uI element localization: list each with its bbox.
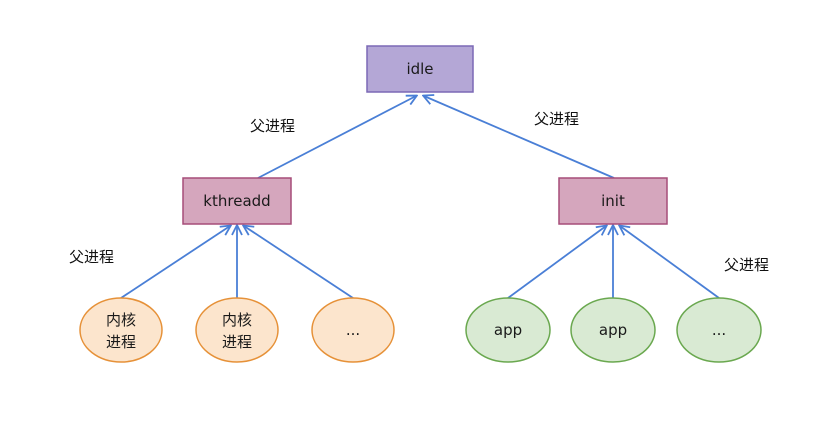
node-app-more: ... xyxy=(676,297,762,363)
node-kernel-more: ... xyxy=(311,297,395,363)
node-kthreadd-label: kthreadd xyxy=(203,192,270,210)
node-init: init xyxy=(558,177,668,225)
node-idle: idle xyxy=(366,45,474,93)
node-kernel-process-1-shape xyxy=(79,297,163,363)
node-kernel-process-1-line-2: 进程 xyxy=(106,333,136,351)
node-kernel-more-shape xyxy=(311,297,395,363)
node-app-2-shape xyxy=(570,297,656,363)
node-kernel-process-1-line-1: 内核 xyxy=(106,311,136,329)
edge-app-1-to-init xyxy=(507,226,606,299)
node-idle-box xyxy=(366,45,474,93)
edge-label-left-top: 父进程 xyxy=(250,117,295,135)
node-kthreadd-box xyxy=(182,177,292,225)
node-kernel-process-1: 内核 进程 xyxy=(79,297,163,363)
node-init-box xyxy=(558,177,668,225)
node-kernel-more-label: ... xyxy=(346,321,360,339)
node-kernel-process-2: 内核 进程 xyxy=(195,297,279,363)
node-kernel-process-2-shape xyxy=(195,297,279,363)
edge-app-more-to-init xyxy=(620,226,720,299)
node-app-2: app xyxy=(570,297,656,363)
edge-label-right-top: 父进程 xyxy=(534,110,579,128)
node-kernel-process-2-line-2: 进程 xyxy=(222,333,252,351)
edge-init-to-idle xyxy=(424,96,615,179)
edges xyxy=(120,96,720,299)
node-app-more-label: ... xyxy=(712,321,726,339)
node-app-1-label: app xyxy=(494,321,522,339)
edge-label-left-bottom: 父进程 xyxy=(69,248,114,266)
node-kthreadd: kthreadd xyxy=(182,177,292,225)
edge-kernel-1-to-kthreadd xyxy=(120,226,230,299)
edge-label-right-bottom: 父进程 xyxy=(724,256,769,274)
node-idle-label: idle xyxy=(406,60,433,78)
node-app-2-label: app xyxy=(599,321,627,339)
edge-kthreadd-to-idle xyxy=(257,96,416,179)
edge-kernel-more-to-kthreadd xyxy=(244,226,354,299)
node-app-1-shape xyxy=(465,297,551,363)
node-app-1: app xyxy=(465,297,551,363)
node-init-label: init xyxy=(601,192,625,210)
node-app-more-shape xyxy=(676,297,762,363)
node-kernel-process-2-line-1: 内核 xyxy=(222,311,252,329)
